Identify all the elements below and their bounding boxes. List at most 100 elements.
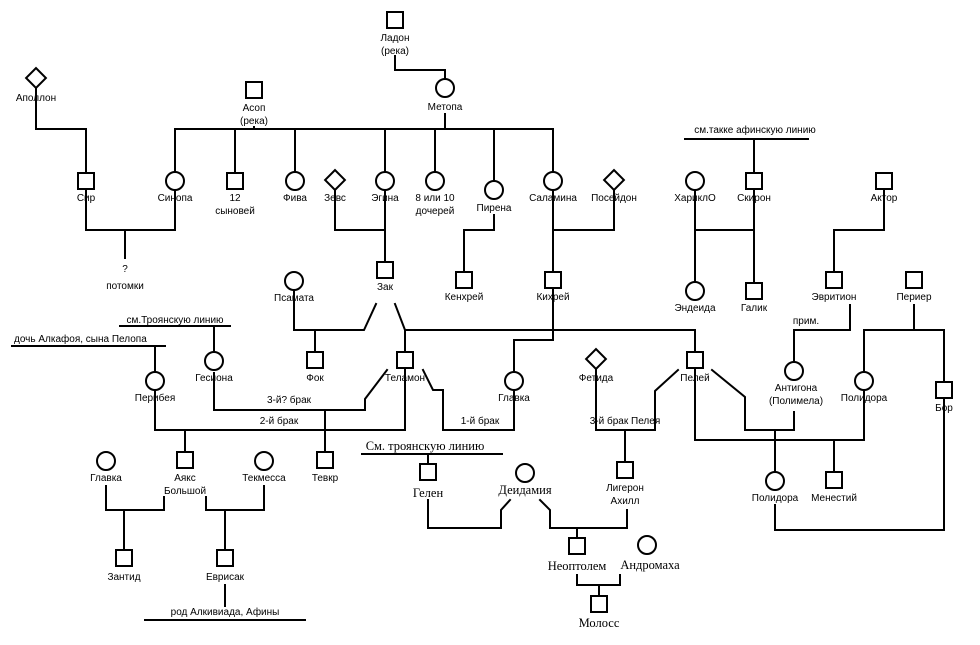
line-polidora-bor — [774, 397, 945, 531]
female-symbol-polidora-bottom — [765, 471, 785, 491]
label-sinopa: Синопа — [158, 193, 193, 204]
line-aktor-evrition — [833, 188, 885, 273]
label-neoptolem: Неоптолем — [548, 559, 607, 573]
line-pelei-antigona — [710, 368, 795, 431]
male-symbol-skiron — [745, 172, 763, 190]
male-symbol-telamon — [396, 351, 414, 369]
label-endeida: Эндеида — [674, 303, 716, 314]
label-athenian-line: см.такке афинскую линию — [694, 124, 816, 136]
male-symbol-kihrey — [544, 271, 562, 289]
label-kihrey: Кихрей — [536, 292, 569, 303]
label-tevkr: Тевкр — [312, 473, 339, 484]
female-symbol-salamina — [543, 171, 563, 191]
label-pelei: Пелей — [680, 373, 709, 384]
line-zevs-egina — [334, 189, 386, 231]
line-neoptolem-andromaha — [576, 574, 621, 586]
label-zantid: Зантид — [107, 572, 140, 583]
male-symbol-asop — [245, 81, 263, 99]
label-fetida: Фетида — [579, 373, 614, 384]
male-symbol-kenhrey — [455, 271, 473, 289]
female-symbol-glavka-mid — [504, 371, 524, 391]
label-apollon: Аполлон — [16, 93, 56, 104]
label-daughters-sub: дочерей — [416, 206, 455, 217]
label-asop-sub: (река) — [240, 116, 268, 127]
line-pirena-kenhrey — [463, 214, 495, 273]
male-symbol-aiaks — [176, 451, 194, 469]
label-marriage-2: 2-й брак — [260, 415, 299, 427]
line-aiaks-glavka — [105, 485, 165, 511]
female-symbol-harikl — [685, 171, 705, 191]
male-symbol-tevkr — [316, 451, 334, 469]
person-labels: Ладон (река) Метопа Асоп (река) Аполлон … — [14, 33, 953, 630]
label-poseidon: Посейдон — [591, 193, 637, 204]
female-symbol-periboya — [145, 371, 165, 391]
label-glavka-left: Главка — [90, 473, 122, 484]
label-andromaha: Андромаха — [620, 558, 680, 572]
deity-symbol-zevs — [323, 168, 347, 192]
label-polidora-right: Полидора — [841, 393, 888, 404]
label-ladon-sub: (река) — [381, 46, 409, 57]
male-symbol-moloss — [590, 595, 608, 613]
label-marriage-3: 3-й? брак — [267, 394, 312, 406]
label-prim: прим. — [793, 316, 819, 327]
label-zak: Зак — [377, 282, 394, 293]
line-perier-bor — [913, 329, 945, 383]
male-symbol-zantid — [115, 549, 133, 567]
male-symbol-perier — [905, 271, 923, 289]
label-galik: Галик — [741, 303, 768, 314]
male-symbol-twelve — [226, 172, 244, 190]
line-kihrey-glavka — [513, 289, 554, 373]
male-symbol-evrisak — [216, 549, 234, 567]
label-salamina: Саламина — [529, 193, 577, 204]
female-symbol-psamata — [284, 271, 304, 291]
male-symbol-aktor — [875, 172, 893, 190]
male-symbol-neoptolem — [568, 537, 586, 555]
female-symbol-antigona — [784, 361, 804, 381]
label-gesiona: Гесиона — [195, 373, 233, 384]
label-evrisak: Еврисак — [206, 572, 245, 583]
label-menestiy: Менестий — [811, 493, 857, 504]
male-symbol-bor — [935, 381, 953, 399]
label-evrition: Эвритион — [812, 292, 857, 303]
line-zak-sons — [393, 302, 696, 353]
label-polidora-bottom: Полидора — [752, 493, 799, 504]
female-symbol-fiva — [285, 171, 305, 191]
line-telamon-glavka — [421, 368, 515, 431]
line-apollon-sir — [35, 88, 87, 174]
label-metopa: Метопа — [428, 102, 463, 113]
deity-symbol-fetida — [584, 347, 608, 371]
male-symbol-fok — [306, 351, 324, 369]
line-sir-sinopa — [85, 188, 176, 231]
label-bor: Бор — [935, 403, 953, 414]
male-symbol-ladon — [386, 11, 404, 29]
female-symbol-daughters — [425, 171, 445, 191]
female-symbol-sinopa — [165, 171, 185, 191]
line-telamon-gesiona — [213, 368, 389, 411]
deity-symbol-poseidon — [602, 168, 626, 192]
female-symbol-polidora-right — [854, 371, 874, 391]
label-tekmessa: Текмесса — [242, 473, 286, 484]
label-aktor: Актор — [871, 193, 898, 204]
label-gelen: Гелен — [413, 486, 444, 500]
line-ladon-metopa — [394, 55, 446, 79]
label-achilles: Лигерон — [606, 483, 644, 494]
female-symbol-endeida — [685, 281, 705, 301]
male-symbol-galik — [745, 282, 763, 300]
female-symbol-deidamia — [515, 463, 535, 483]
label-sir: Сир — [77, 193, 96, 204]
line-evrition-antigona — [793, 304, 851, 363]
male-symbol-pelei — [686, 351, 704, 369]
label-marriage-1: 1-й брак — [461, 415, 500, 427]
label-trojan-line-2: См. троянскую линию — [366, 439, 485, 453]
line-telamon-periboya — [154, 369, 406, 431]
label-marriage-pelei: 3-й брак Пелея — [590, 415, 661, 427]
line-salamina-poseidon — [552, 188, 615, 231]
line-gelen-deidamia — [427, 498, 512, 529]
line-pelei-fetida — [595, 368, 680, 431]
male-symbol-achilles — [616, 461, 634, 479]
female-symbol-pirena — [484, 180, 504, 200]
female-symbol-tekmessa — [254, 451, 274, 471]
label-telamon: Теламон — [385, 373, 425, 384]
